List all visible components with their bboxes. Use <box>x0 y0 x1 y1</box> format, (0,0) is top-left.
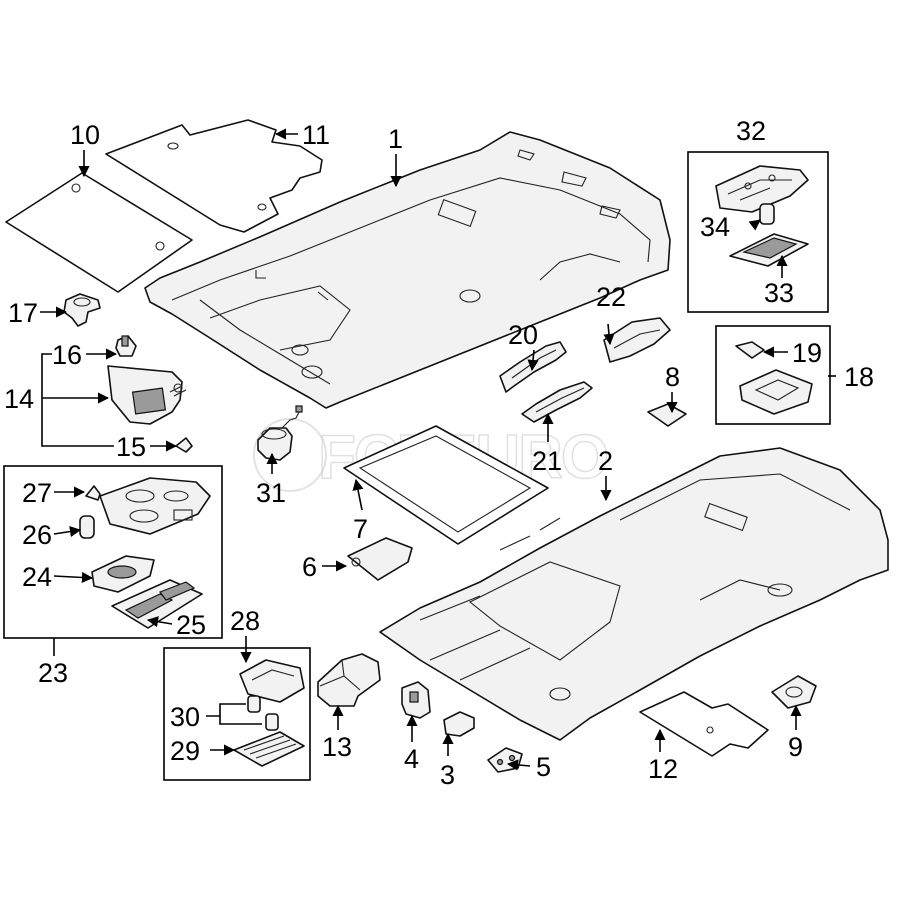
callout-19: 19 <box>792 338 822 368</box>
callout-3: 3 <box>440 760 455 790</box>
callout-22: 22 <box>596 282 626 312</box>
callout-numbers: 10 11 1 17 16 14 15 22 20 21 8 2 7 6 31 … <box>4 116 874 790</box>
part-12-panel <box>639 691 769 757</box>
part-15-clip <box>175 437 193 453</box>
callout-7: 7 <box>353 514 368 544</box>
callout-23: 23 <box>38 658 68 688</box>
group-box-18 <box>715 325 831 425</box>
callout-14: 14 <box>4 384 34 414</box>
part-30-bulbs <box>247 695 279 731</box>
callout-16: 16 <box>52 340 82 370</box>
part-17-clip <box>63 293 101 327</box>
callout-21: 21 <box>532 446 562 476</box>
part-10-panel <box>5 172 193 293</box>
callout-32: 32 <box>736 116 766 146</box>
part-26-bulb <box>79 515 95 539</box>
callout-24: 24 <box>22 562 52 592</box>
callout-25: 25 <box>176 610 206 640</box>
part-9-bracket <box>771 675 817 709</box>
callout-15: 15 <box>116 432 146 462</box>
callout-17: 17 <box>8 298 38 328</box>
callout-8: 8 <box>665 362 680 392</box>
part-6-pad <box>347 537 413 581</box>
callout-29: 29 <box>170 736 200 766</box>
part-19-bulb <box>735 341 765 359</box>
group-box-32 <box>687 151 829 313</box>
part-34-bulb <box>759 203 775 225</box>
callout-30: 30 <box>170 702 200 732</box>
part-7-seal-frame <box>343 425 549 545</box>
callout-5: 5 <box>536 752 551 782</box>
callout-27: 27 <box>22 478 52 508</box>
part-32-console <box>715 165 809 213</box>
callout-12: 12 <box>648 754 678 784</box>
group-box-23 <box>3 465 223 639</box>
part-25-panel <box>111 579 203 629</box>
part-5-bracket <box>487 747 523 773</box>
part-2-headliner <box>379 447 889 741</box>
part-31-lamp <box>257 405 303 461</box>
part-4-clip <box>401 681 431 719</box>
part-3-clip <box>443 711 475 737</box>
part-1-headliner <box>144 131 671 409</box>
part-13-duct <box>317 653 381 707</box>
callout-2: 2 <box>598 446 613 476</box>
part-27-cap <box>85 485 101 501</box>
part-18-lamp <box>739 369 813 415</box>
part-22-bracket <box>603 317 671 363</box>
part-23-console <box>99 477 211 535</box>
part-11-panel <box>105 119 323 233</box>
part-24-lens <box>91 555 155 593</box>
callout-26: 26 <box>22 520 52 550</box>
callout-10: 10 <box>70 120 100 150</box>
callout-11: 11 <box>302 120 330 150</box>
callout-20: 20 <box>508 320 538 350</box>
part-14-sun-visor <box>107 365 187 425</box>
group-box-28 <box>163 647 311 781</box>
callout-9: 9 <box>788 732 803 762</box>
part-29-lens <box>233 731 305 767</box>
callout-13: 13 <box>322 732 352 762</box>
part-16-clip <box>115 335 137 357</box>
callout-31: 31 <box>256 478 286 508</box>
part-33-lens <box>729 233 809 267</box>
part-8-pad <box>647 403 687 427</box>
part-21-grab-handle <box>521 381 593 423</box>
part-28-housing <box>239 659 305 703</box>
callout-33: 33 <box>764 278 794 308</box>
callout-28: 28 <box>230 606 260 636</box>
callout-18: 18 <box>844 362 874 392</box>
callout-34: 34 <box>700 212 730 242</box>
callout-1: 1 <box>388 124 403 154</box>
leader-lines <box>40 128 836 771</box>
callout-6: 6 <box>302 552 317 582</box>
callout-4: 4 <box>404 744 419 774</box>
